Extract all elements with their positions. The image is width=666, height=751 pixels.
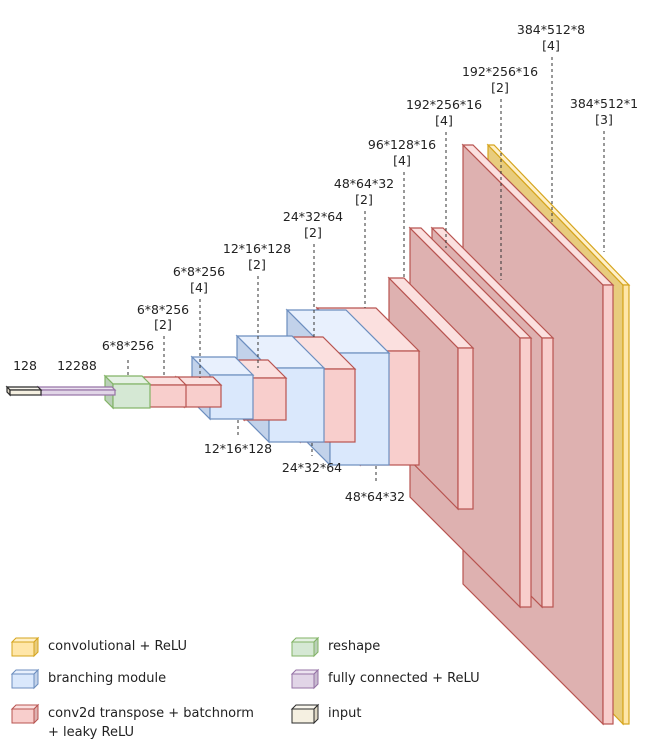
legend-item-conv-relu: convolutional + ReLU	[10, 636, 187, 658]
legend-swatch-input	[291, 708, 315, 724]
legend-label-fully-connected: fully connected + ReLU	[328, 671, 480, 686]
dimension-label-3: 6*8*256	[102, 338, 154, 353]
repeat-count-label-9: [2]	[304, 225, 322, 240]
legend-swatch-fully-connected	[291, 673, 315, 689]
legend-swatch-conv-relu	[11, 641, 35, 657]
layer-blocks	[5, 143, 631, 726]
dimension-label-10: 48*64*32	[345, 489, 405, 504]
layer-block-2-fully-connected-front-face	[40, 389, 116, 396]
dimension-label-14: 192*256*16	[462, 64, 538, 79]
leader-lines	[127, 57, 605, 484]
legend-swatch-reshape	[291, 641, 315, 657]
legend-swatch-side-reshape	[313, 636, 319, 658]
repeat-count-label-14: [2]	[491, 80, 509, 95]
repeat-count-label-11: [2]	[355, 192, 373, 207]
legend: convolutional + ReLU branching module conv…	[10, 636, 480, 740]
repeat-count-label-15: [4]	[542, 38, 560, 53]
layer-block-13-conv2d-t-front-face	[519, 337, 532, 608]
repeat-count-label-4: [2]	[154, 317, 172, 332]
repeat-count-label-5: [4]	[190, 280, 208, 295]
legend-swatch-side-conv-relu	[33, 636, 39, 658]
dimension-label-11: 48*64*32	[334, 176, 394, 191]
repeat-count-label-12: [4]	[393, 153, 411, 168]
dimension-label-1: 128	[13, 358, 37, 373]
legend-label-reshape: reshape	[328, 639, 380, 654]
legend-label-conv-relu: convolutional + ReLU	[48, 639, 187, 654]
legend-item-branching: branching module	[10, 668, 166, 690]
dimension-label-8: 24*32*64	[282, 460, 342, 475]
legend-item-reshape: reshape	[290, 636, 380, 658]
dimension-label-5: 6*8*256	[173, 264, 225, 279]
layer-block-12-conv2d-t-front-face	[457, 347, 474, 510]
legend-label-input: input	[328, 706, 361, 721]
legend-swatch-side-conv2d-t	[33, 703, 39, 725]
dimension-label-6: 12*16*128	[204, 441, 272, 456]
dimension-label-15: 384*512*8	[517, 22, 585, 37]
dimension-label-4: 6*8*256	[137, 302, 189, 317]
dimension-label-9: 24*32*64	[283, 209, 343, 224]
layer-block-16-conv-relu-front-face	[622, 284, 630, 725]
legend-item-fully-connected: fully connected + ReLU	[290, 668, 480, 690]
repeat-count-label-16: [3]	[595, 112, 613, 127]
layer-block-2-fully-connected	[36, 385, 117, 397]
layer-block-3-reshape	[103, 374, 152, 410]
dimension-label-13: 192*256*16	[406, 97, 482, 112]
legend-swatch-side-input	[313, 703, 319, 725]
layer-block-1-input	[5, 385, 43, 397]
dimension-label-2: 12288	[57, 358, 97, 373]
legend-label-conv2d-t-line-2: + leaky ReLU	[48, 725, 134, 740]
legend-item-input: input	[290, 703, 361, 725]
repeat-count-label-7: [2]	[248, 257, 266, 272]
layer-block-1-input-front-face	[9, 389, 42, 396]
legend-swatch-side-branching	[33, 668, 39, 690]
dimension-label-7: 12*16*128	[223, 241, 291, 256]
layer-block-15-conv2d-t-front-face	[602, 284, 614, 725]
legend-swatch-conv2d-t	[11, 708, 35, 724]
repeat-count-label-13: [4]	[435, 113, 453, 128]
layer-block-4-conv2d-t-front-face	[148, 384, 187, 408]
layer-block-14-conv2d-t-front-face	[541, 337, 554, 608]
layer-block-5-conv2d-t-front-face	[183, 384, 222, 408]
legend-label-conv2d-t: conv2d transpose + batchnorm	[48, 706, 254, 721]
legend-item-conv2d-t: conv2d transpose + batchnorm + leaky ReLU	[10, 703, 254, 740]
layer-block-3-reshape-front-face	[112, 383, 151, 409]
dimension-label-16: 384*512*1	[570, 96, 638, 111]
legend-swatch-side-fully-connected	[313, 668, 319, 690]
legend-label-branching: branching module	[48, 671, 166, 686]
dimension-label-12: 96*128*16	[368, 137, 436, 152]
legend-swatch-branching	[11, 673, 35, 689]
